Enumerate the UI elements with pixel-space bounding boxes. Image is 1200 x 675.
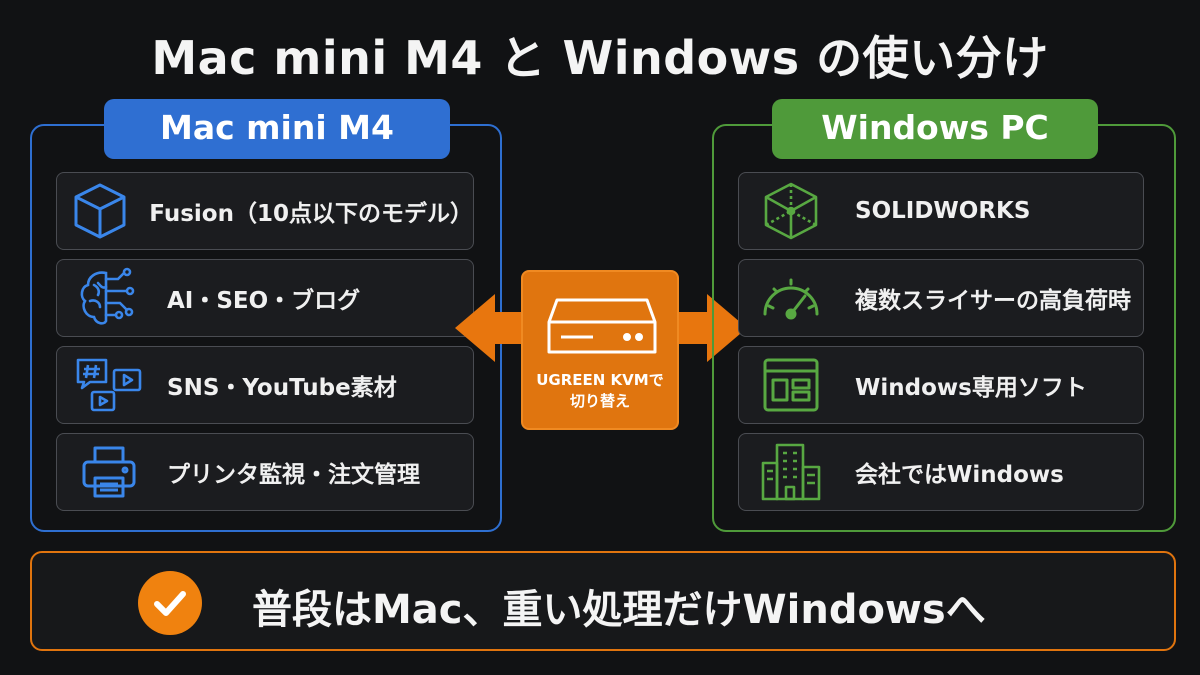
windows-item-label: SOLIDWORKS (855, 198, 1031, 224)
windows-item-office: 会社ではWindows (738, 433, 1144, 511)
mac-item-fusion: Fusion（10点以下のモデル） (56, 172, 474, 250)
windows-panel-label: Windows PC (772, 99, 1098, 159)
solidworks-cube-icon (751, 176, 831, 246)
checkmark-icon (138, 571, 202, 635)
mac-panel: Mac mini M4 Fusion（10点以下のモデル） (30, 99, 502, 532)
social-media-icon (69, 350, 149, 420)
mac-item-label: Fusion（10点以下のモデル） (149, 201, 473, 227)
windows-item-slicer: 複数スライサーの高負荷時 (738, 259, 1144, 337)
mac-item-sns: SNS・YouTube素材 (56, 346, 474, 424)
windows-item-label: Windows専用ソフト (855, 375, 1087, 401)
mac-item-label: AI・SEO・ブログ (167, 288, 361, 314)
summary-text: 普段はMac、重い処理だけWindowsへ (252, 587, 986, 633)
windows-item-solidworks: SOLIDWORKS (738, 172, 1144, 250)
mac-panel-label: Mac mini M4 (104, 99, 450, 159)
kvm-switch: UGREEN KVMで 切り替え (521, 270, 679, 430)
page-title: Mac mini M4 と Windows の使い分け (151, 31, 1049, 85)
summary-banner: 普段はMac、重い処理だけWindowsへ (30, 551, 1176, 651)
office-building-icon (751, 437, 831, 507)
cube-icon (69, 176, 131, 246)
brain-icon (69, 263, 149, 333)
mac-item-ai-seo: AI・SEO・ブログ (56, 259, 474, 337)
windows-item-label: 複数スライサーの高負荷時 (855, 288, 1131, 314)
windows-panel: Windows PC SOLIDWORKS 複数スライサーの高負荷時 (712, 99, 1176, 532)
windows-item-software: Windows専用ソフト (738, 346, 1144, 424)
kvm-device-icon (543, 292, 661, 366)
printer-icon (69, 437, 149, 507)
kvm-label-line2: 切り替え (569, 392, 630, 410)
mac-item-label: SNS・YouTube素材 (167, 375, 397, 401)
mac-item-label: プリンタ監視・注文管理 (167, 462, 420, 488)
app-window-icon (751, 350, 831, 420)
kvm-label-line1: UGREEN KVMで (536, 371, 664, 389)
mac-item-printer: プリンタ監視・注文管理 (56, 433, 474, 511)
windows-item-label: 会社ではWindows (855, 462, 1064, 488)
gauge-icon (751, 263, 831, 333)
